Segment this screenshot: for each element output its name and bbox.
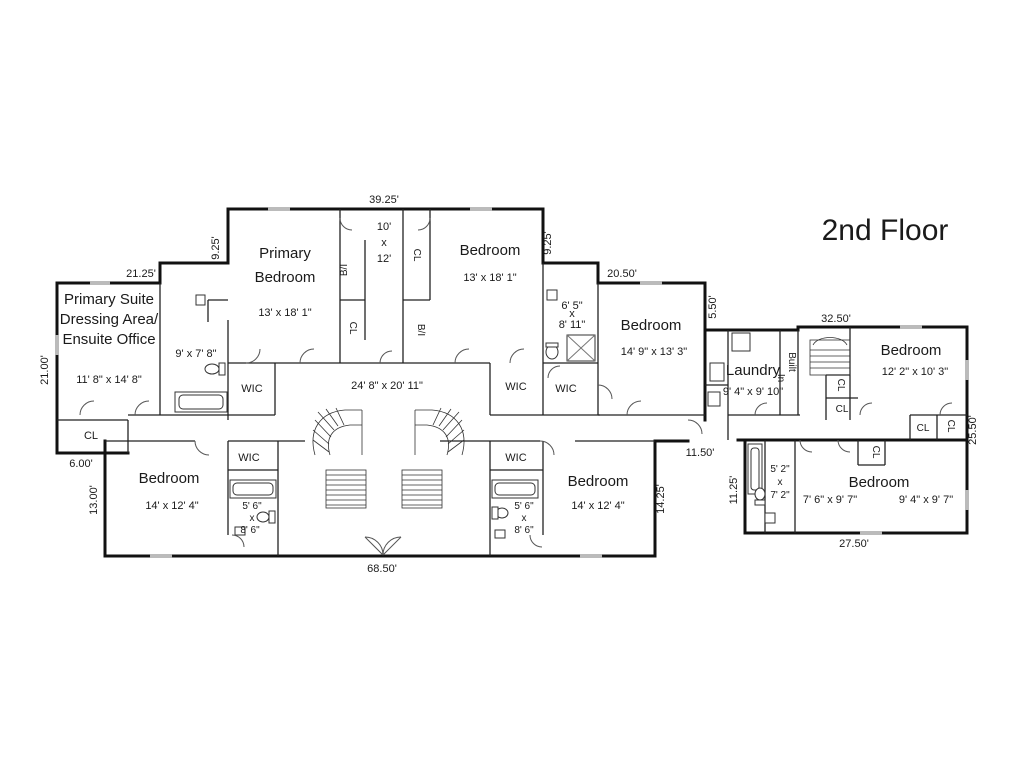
dim-right-vert: 9.25' — [542, 231, 554, 255]
cl-label-core-right: CL — [411, 249, 422, 262]
door-swings — [79, 217, 953, 556]
wic-label-bottom-mid: WIC — [505, 452, 526, 464]
bath-bottom-left-size-2: x — [250, 513, 255, 524]
jack-bath-size-2: x — [569, 308, 575, 320]
room-labels: Primary Suite Dressing Area/ Ensuite Off… — [60, 221, 953, 536]
primary-suite-name-1: Primary Suite — [64, 291, 154, 308]
bedroom-bottom-mid-size: 14' x 12' 4" — [571, 500, 624, 512]
dim-left-side: 21.00' — [39, 355, 51, 385]
jack-bath-size-3: 8' 11" — [559, 319, 586, 331]
wic-label-bottom-left: WIC — [238, 452, 259, 464]
jack-bath-size-1: 6' 5" — [561, 300, 582, 312]
dimension-labels: 39.25' 21.25' 9.25' 9.25' 20.50' 5.50' 3… — [39, 194, 979, 575]
cl-label-core-left: CL — [347, 322, 358, 335]
cl-label-right-b: CL — [945, 420, 956, 433]
dim-bottom-left-vert: 13.00' — [88, 485, 100, 515]
wic-label-primary: WIC — [241, 383, 262, 395]
primary-suite-size: 11' 8" x 14' 8" — [76, 374, 142, 386]
cl-label-right-a: CL — [917, 423, 930, 434]
bi-label-left: B/I — [339, 264, 350, 276]
cl-label-stair: CL — [836, 404, 849, 415]
bath-bottom-mid-size-3: 8' 6" — [514, 525, 534, 536]
builtin-label-1: Built — [786, 352, 797, 372]
hall-closet-size-3: 12' — [377, 253, 391, 265]
wic-label-jack: WIC — [555, 383, 576, 395]
staircase — [312, 337, 851, 509]
dim-bottom-center: 68.50' — [367, 563, 397, 575]
bedroom-bottom-right-size-a: 7' 6" x 9' 7" — [803, 494, 857, 506]
closet-labels: WIC WIC WIC WIC WIC CL CL CL CL CL CL CL… — [84, 249, 956, 464]
builtin-label-2: In — [775, 374, 786, 382]
bath-bottom-mid-size-2: x — [522, 513, 527, 524]
central-hall-size: 24' 8" x 20' 11" — [351, 380, 423, 392]
bedroom-mid-name: Bedroom — [621, 317, 682, 334]
bedroom-bottom-right-name: Bedroom — [849, 474, 910, 491]
primary-bedroom-size: 13' x 18' 1" — [258, 307, 311, 319]
dim-top-center: 39.25' — [369, 194, 399, 206]
bedroom-mid-size: 14' 9" x 13' 3" — [621, 346, 688, 358]
dim-connector: 11.50' — [686, 447, 715, 459]
cl-label-suite: CL — [84, 430, 98, 442]
bedroom-bottom-left-size: 14' x 12' 4" — [145, 500, 198, 512]
bedroom-top-name: Bedroom — [460, 242, 521, 259]
primary-bedroom-name-2: Bedroom — [255, 269, 316, 286]
cl-label-stair-vert: CL — [835, 379, 846, 392]
dim-right-bottom-vert: 11.25' — [728, 476, 740, 505]
bath-bottom-left-size-3: 8' 6" — [240, 525, 260, 536]
primary-suite-name-3: Ensuite Office — [62, 331, 155, 348]
floor-title: 2nd Floor — [822, 214, 949, 247]
dim-left-vert: 9.25' — [210, 236, 222, 260]
dim-vert-5-50: 5.50' — [707, 295, 719, 319]
dim-far-right-vert: 25.50' — [967, 415, 979, 445]
bath-bottom-left-size-1: 5' 6" — [242, 501, 262, 512]
windows — [55, 207, 969, 558]
bedroom-far-right-size: 12' 2" x 10' 3" — [882, 366, 949, 378]
dim-right-wing-top: 32.50' — [821, 313, 851, 325]
plumbing-fixtures — [174, 289, 776, 539]
bedroom-bottom-right-size-b: 9' 4" x 9' 7" — [899, 494, 953, 506]
primary-bedroom-name-1: Primary — [259, 245, 311, 262]
bath-bottom-mid-size-1: 5' 6" — [514, 501, 534, 512]
hall-closet-size-1: 10' — [377, 221, 391, 233]
laundry-size: 9' 4" x 9' 10" — [723, 386, 783, 398]
bath-bottom-right-size-2: x — [778, 477, 783, 488]
bedroom-top-size: 13' x 18' 1" — [463, 272, 516, 284]
dim-mid-right-top: 20.50' — [607, 268, 637, 280]
dim-top-left-wing: 21.25' — [126, 268, 156, 280]
bedroom-far-right-name: Bedroom — [881, 342, 942, 359]
bedroom-bottom-left-name: Bedroom — [139, 470, 200, 487]
primary-suite-name-2: Dressing Area/ — [60, 311, 159, 328]
hall-closet-size-2: x — [381, 237, 387, 249]
bath-bottom-right-size-1: 5' 2" — [770, 464, 790, 475]
bi-label-right: B/I — [415, 324, 426, 336]
bath-bottom-right-size-3: 7' 2" — [770, 490, 790, 501]
cl-label-bottom-right: CL — [870, 446, 881, 459]
dim-right-bottom: 27.50' — [839, 538, 869, 550]
primary-bath-size: 9' x 7' 8" — [175, 348, 216, 360]
laundry-name: Laundry — [726, 362, 781, 379]
wic-label-top-right: WIC — [505, 381, 526, 393]
bedroom-bottom-mid-name: Bedroom — [568, 473, 629, 490]
interior-walls — [57, 209, 967, 556]
dim-bottom-mid-vert: 14.25' — [655, 484, 667, 514]
dim-left-bottom: 6.00' — [69, 458, 93, 470]
